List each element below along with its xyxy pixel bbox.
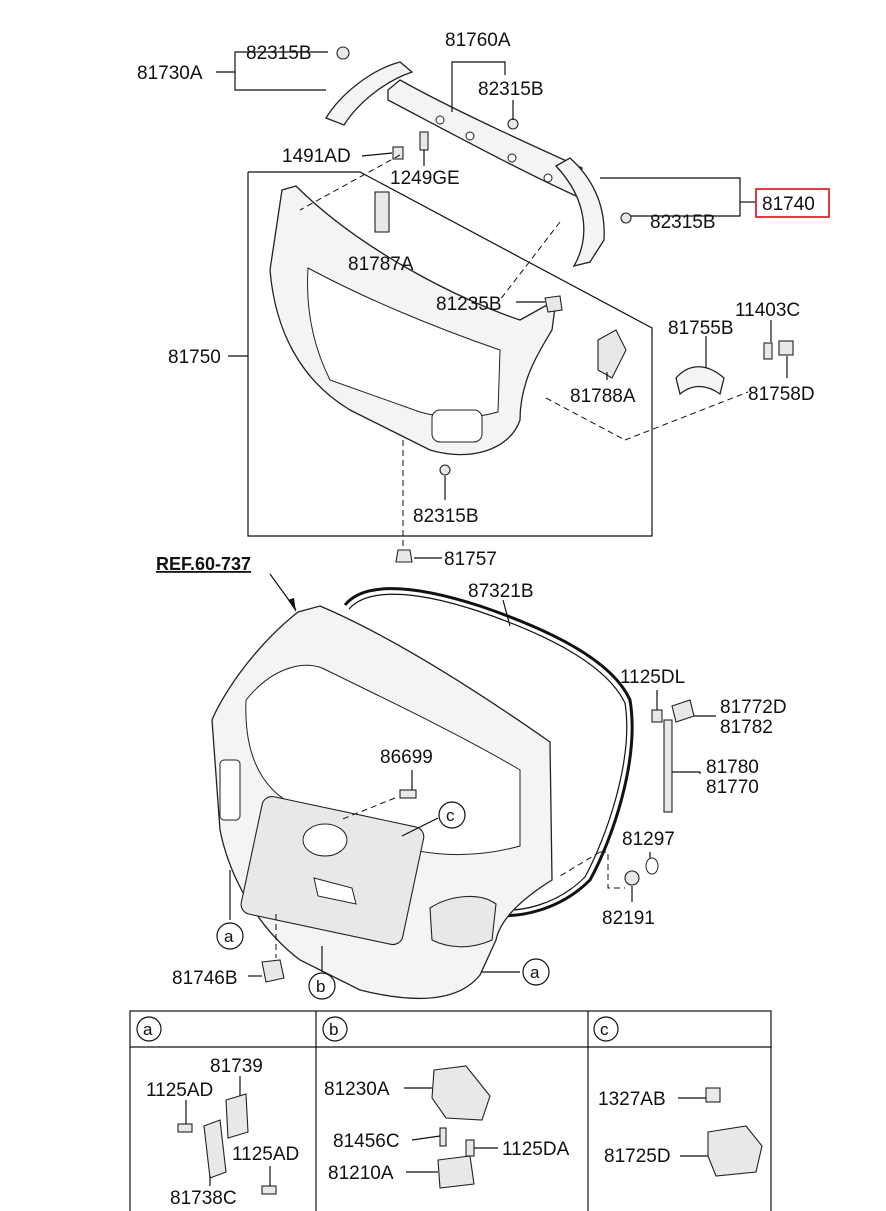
label-81725D: 81725D: [604, 1146, 671, 1167]
label-81739: 81739: [210, 1056, 263, 1077]
clip-82315B-2: [507, 118, 519, 130]
label-81235B: 81235B: [436, 294, 502, 315]
side-opening: [219, 759, 241, 821]
clip-81746B: [261, 959, 285, 983]
nut-1327AB: [705, 1087, 721, 1103]
label-1125AD-2: 1125AD: [232, 1144, 299, 1165]
reference-label: REF.60-737: [156, 554, 251, 574]
screw-1249GE: [419, 131, 429, 151]
label-81738C: 81738C: [170, 1188, 237, 1209]
label-82315B-3: 82315B: [650, 212, 716, 233]
grommet-81297: [645, 857, 659, 875]
label-1125DA: 1125DA: [502, 1139, 570, 1160]
bracket-81772D: [671, 699, 695, 723]
label-86699: 86699: [380, 747, 433, 768]
label-81772D: 81772D: [720, 697, 787, 718]
bolt-1125AD-2: [261, 1185, 277, 1195]
bolt-1125AD-1: [177, 1123, 193, 1133]
callout-a-1: a: [224, 927, 234, 946]
callout-b: b: [316, 977, 325, 996]
bolt-86699: [399, 789, 417, 799]
striker-81210A: [437, 1155, 475, 1189]
trim-panel-frame: [247, 171, 653, 537]
label-1125DL: 1125DL: [620, 667, 685, 688]
clip-82315B-1: [336, 46, 350, 60]
label-1491AD: 1491AD: [282, 146, 351, 167]
gas-strut-81780: [663, 719, 673, 813]
bolt-1125DA: [465, 1139, 475, 1157]
label-81760A: 81760A: [445, 30, 511, 51]
callout-c: c: [446, 806, 455, 825]
detail-table: [129, 1010, 772, 1211]
grab-handle-81755B: [675, 366, 725, 396]
label-82315B-2: 82315B: [478, 79, 544, 100]
bolt-1125DL: [651, 709, 663, 723]
bracket-81738C: [203, 1119, 227, 1179]
label-81740: 81740: [762, 194, 815, 215]
clip-82315B-4: [439, 464, 451, 476]
trim-piece-81740: [554, 157, 605, 267]
table-header-c: c: [600, 1020, 609, 1039]
label-81730A: 81730A: [137, 63, 203, 84]
bracket-81787A: [374, 191, 390, 233]
label-81780: 81780: [706, 757, 759, 778]
weatherstrip-87321B: [343, 587, 634, 918]
label-1327AB: 1327AB: [598, 1089, 666, 1110]
clip-81757: [395, 549, 413, 563]
clip-1491AD: [392, 146, 404, 160]
label-81787A: 81787A: [348, 254, 414, 275]
highlight-81740: [755, 188, 830, 218]
handle-recess: [313, 877, 357, 905]
label-1125AD-1: 1125AD: [146, 1080, 213, 1101]
label-81782: 81782: [720, 717, 773, 738]
label-87321B: 87321B: [468, 581, 534, 602]
label-11403C: 11403C: [735, 300, 800, 321]
label-82315B-4: 82315B: [413, 506, 479, 527]
label-81757: 81757: [444, 549, 497, 570]
trim-piece-81730A: [325, 61, 414, 126]
label-81230A: 81230A: [324, 1079, 390, 1100]
bracket-81788A: [597, 329, 627, 379]
label-81788A: 81788A: [570, 386, 636, 407]
label-81746B: 81746B: [172, 968, 238, 989]
latch-cover: [429, 895, 497, 948]
cap-81758D: [778, 340, 794, 356]
bumper-81725D: [707, 1125, 763, 1177]
label-1249GE: 1249GE: [390, 168, 460, 189]
clip-81235B: [544, 295, 563, 313]
label-81456C: 81456C: [333, 1131, 400, 1152]
label-82315B-1: 82315B: [246, 43, 312, 64]
label-81210A: 81210A: [328, 1163, 394, 1184]
label-81750: 81750: [168, 347, 221, 368]
bumper-82191: [624, 870, 640, 886]
clip-82315B-3: [620, 212, 632, 224]
label-81758D: 81758D: [748, 384, 815, 405]
callout-a-2: a: [530, 963, 540, 982]
license-plate-recess: [240, 795, 425, 946]
pin-81456C: [439, 1127, 447, 1147]
bracket-81739: [225, 1093, 249, 1139]
emblem-recess: [302, 823, 348, 857]
table-header-a: a: [143, 1020, 153, 1039]
latch-81230A: [431, 1065, 491, 1121]
label-81770: 81770: [706, 777, 759, 798]
label-81755B: 81755B: [668, 318, 734, 339]
label-82191: 82191: [602, 908, 655, 929]
screw-11403C: [763, 342, 773, 360]
label-81297: 81297: [622, 829, 675, 850]
table-header-b: b: [329, 1020, 338, 1039]
